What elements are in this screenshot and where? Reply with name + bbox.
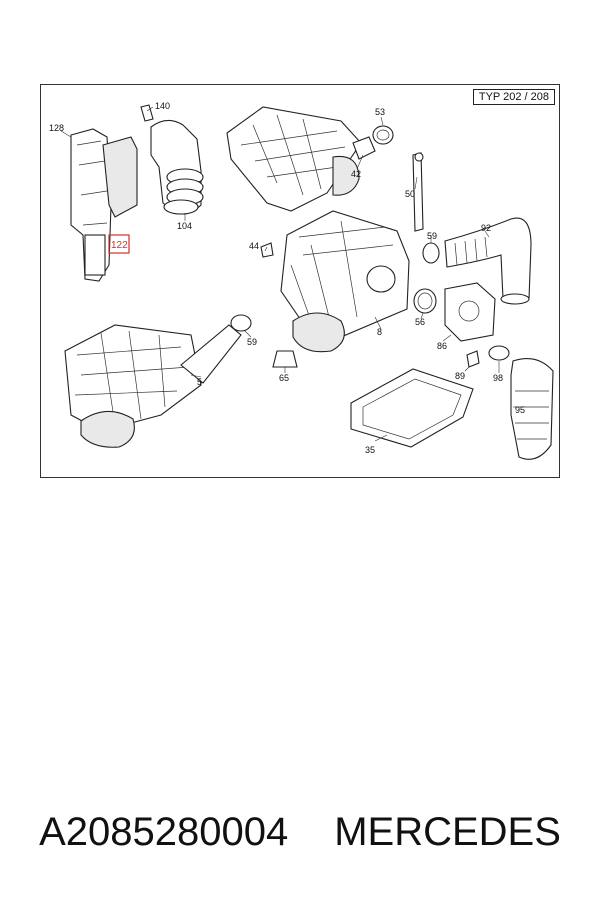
throttle-body-86[interactable]: [444, 282, 496, 342]
callout-140[interactable]: 140: [155, 101, 170, 111]
clamp-ring-53[interactable]: [372, 125, 394, 145]
callout-59-upper[interactable]: 59: [427, 231, 437, 241]
callout-89[interactable]: 89: [455, 371, 465, 381]
callout-44[interactable]: 44: [249, 241, 259, 251]
parts-diagram: 128 140 104 122 53 42 50 44 59 92 56 8 5…: [40, 84, 560, 478]
type-label: TYP 202 / 208: [472, 89, 555, 105]
callout-128[interactable]: 128: [49, 123, 64, 133]
bolt-89[interactable]: [466, 350, 480, 368]
callout-labels: 128 140 104 122 53 42 50 44 59 92 56 8 5…: [49, 101, 525, 455]
callout-122[interactable]: 122: [111, 240, 128, 251]
fitting-44[interactable]: [260, 242, 274, 258]
caption: A2085280004 MERCEDES: [0, 800, 600, 864]
callout-53[interactable]: 53: [375, 107, 385, 117]
callout-5[interactable]: 5: [197, 377, 202, 387]
part-number: A2085280004: [39, 809, 289, 854]
clip-part-140[interactable]: [140, 104, 154, 122]
callout-65[interactable]: 65: [279, 373, 289, 383]
filter-element-35[interactable]: [350, 368, 474, 448]
strap-50[interactable]: [412, 152, 424, 232]
callout-8[interactable]: 8: [377, 327, 382, 337]
clamp-59-lower[interactable]: [230, 314, 252, 332]
hose-95[interactable]: [510, 358, 554, 460]
callout-98[interactable]: 98: [493, 373, 503, 383]
air-filter-housing-lower[interactable]: [64, 324, 242, 448]
clamp-42[interactable]: [352, 136, 376, 160]
diagram-drawing: 128 140 104 122 53 42 50 44 59 92 56 8 5…: [49, 101, 554, 460]
callout-104[interactable]: 104: [177, 221, 192, 231]
callout-95[interactable]: 95: [515, 405, 525, 415]
intake-bellows-part[interactable]: [150, 119, 204, 215]
gasket-56[interactable]: [413, 288, 437, 314]
hose-92[interactable]: [444, 217, 532, 305]
brand-name: MERCEDES: [334, 809, 561, 854]
clamp-98[interactable]: [488, 345, 510, 361]
leader-lines: [60, 106, 517, 442]
air-duct-part[interactable]: [70, 128, 138, 282]
callout-59-lower[interactable]: 59: [247, 337, 257, 347]
air-filter-housing-middle[interactable]: [280, 210, 410, 353]
callout-50[interactable]: 50: [405, 189, 415, 199]
highlight-box-122: [108, 234, 130, 254]
callout-35[interactable]: 35: [365, 445, 375, 455]
air-filter-lid-top[interactable]: [226, 106, 362, 212]
callout-42[interactable]: 42: [351, 169, 361, 179]
callout-56[interactable]: 56: [415, 317, 425, 327]
callout-86[interactable]: 86: [437, 341, 447, 351]
callout-92[interactable]: 92: [481, 223, 491, 233]
grommet-65[interactable]: [272, 350, 298, 368]
clamp-59-upper[interactable]: [422, 242, 440, 264]
